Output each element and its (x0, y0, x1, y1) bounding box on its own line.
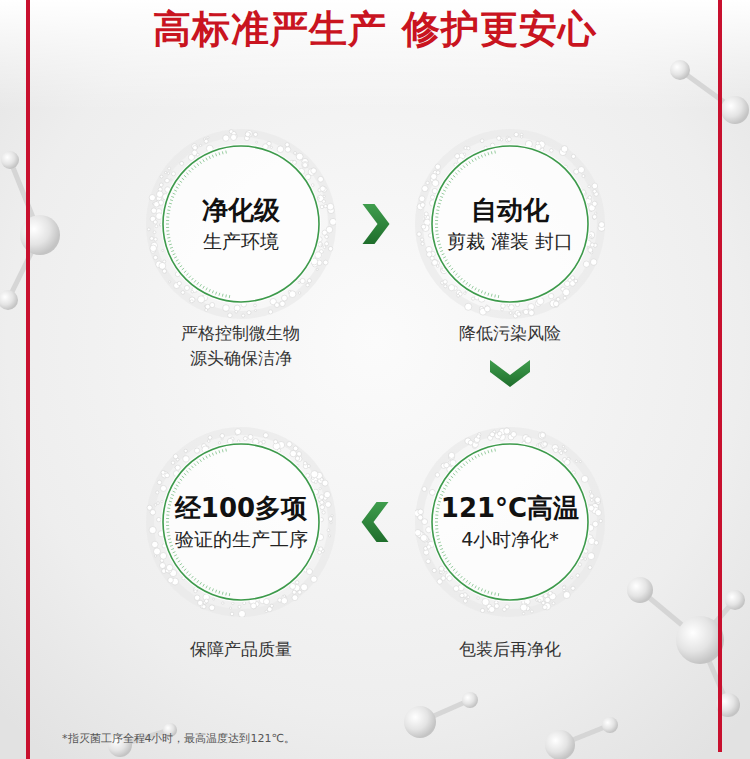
speckle-ring (417, 132, 605, 318)
process-circle: 121°C高温4小时净化*包装后再净化 (415, 427, 605, 617)
circle-heading: 经100多项 (175, 492, 307, 525)
process-circle: 经100多项验证的生产工序保障产品质量 (146, 427, 336, 617)
circle-subtext: 剪裁 灌装 封口 (447, 229, 573, 254)
step-caption: 包装后再净化 (447, 637, 573, 662)
step-caption: 严格控制微生物 源头确保洁净 (178, 321, 304, 370)
circle-heading: 121°C高温 (441, 492, 579, 525)
circle-heading: 自动化 (471, 194, 549, 227)
step-caption: 保障产品质量 (178, 637, 304, 662)
molecule-decor (8, 70, 735, 745)
red-border-left (26, 0, 30, 759)
green-ring (432, 444, 588, 600)
flow-chevron (363, 204, 390, 244)
footnote: *指灭菌工序全程4小时，最高温度达到121℃。 (62, 731, 295, 746)
circle-subtext: 4小时净化* (461, 527, 559, 552)
circle-subtext: 验证的生产工序 (175, 527, 308, 552)
green-ring (432, 146, 588, 302)
green-ring (163, 444, 319, 600)
red-border-right (718, 0, 722, 752)
page-title: 高标准严生产 修护更安心 (0, 4, 750, 55)
flow-chevron (362, 502, 389, 542)
speckle-ring (147, 429, 333, 617)
process-circle: 净化级生产环境严格控制微生物 源头确保洁净 (146, 129, 336, 319)
step-caption: 降低污染风险 (447, 321, 573, 346)
circle-subtext: 生产环境 (203, 229, 279, 254)
process-circle: 自动化剪裁 灌装 封口降低污染风险 (415, 129, 605, 319)
speckle-ring (415, 428, 602, 615)
speckle-ring (147, 130, 336, 318)
molecule-balls (0, 60, 749, 759)
flow-chevron (490, 360, 530, 387)
green-ring (163, 146, 319, 302)
circle-heading: 净化级 (202, 194, 280, 227)
